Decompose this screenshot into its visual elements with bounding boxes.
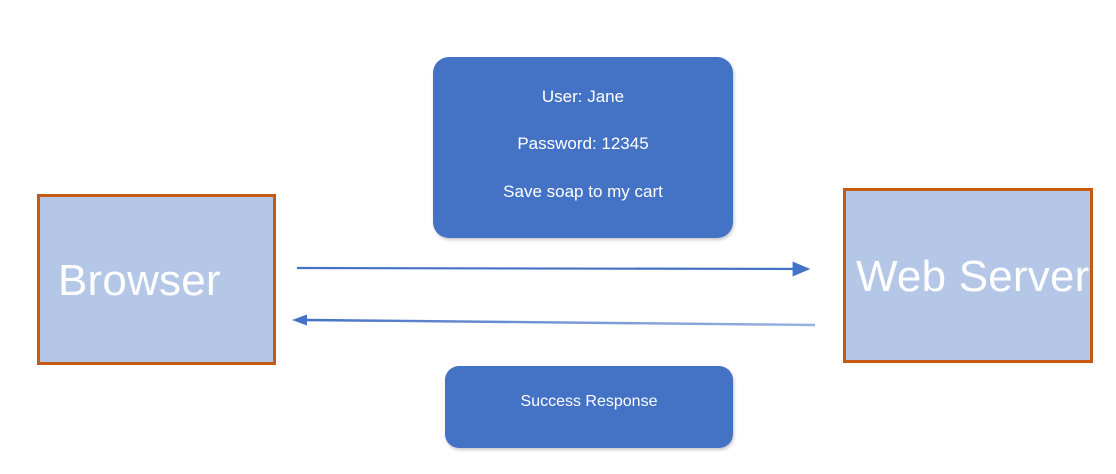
response-arrow[interactable] — [292, 314, 816, 327]
request-line-password: Password: 12345 — [517, 134, 649, 154]
web-server-node[interactable]: Web Server — [843, 188, 1093, 363]
response-line-success: Success Response — [520, 393, 658, 410]
browser-node-label: Browser — [58, 256, 221, 306]
request-message-bubble[interactable]: User: Jane Password: 12345 Save soap to … — [433, 57, 733, 238]
request-line-action: Save soap to my cart — [503, 181, 663, 201]
response-message-bubble[interactable]: Success Response — [445, 366, 733, 448]
request-arrow[interactable] — [296, 261, 811, 277]
request-line-user: User: Jane — [541, 87, 625, 106]
web-server-node-label: Web Server — [856, 252, 1090, 302]
browser-node[interactable]: Browser — [37, 194, 276, 365]
